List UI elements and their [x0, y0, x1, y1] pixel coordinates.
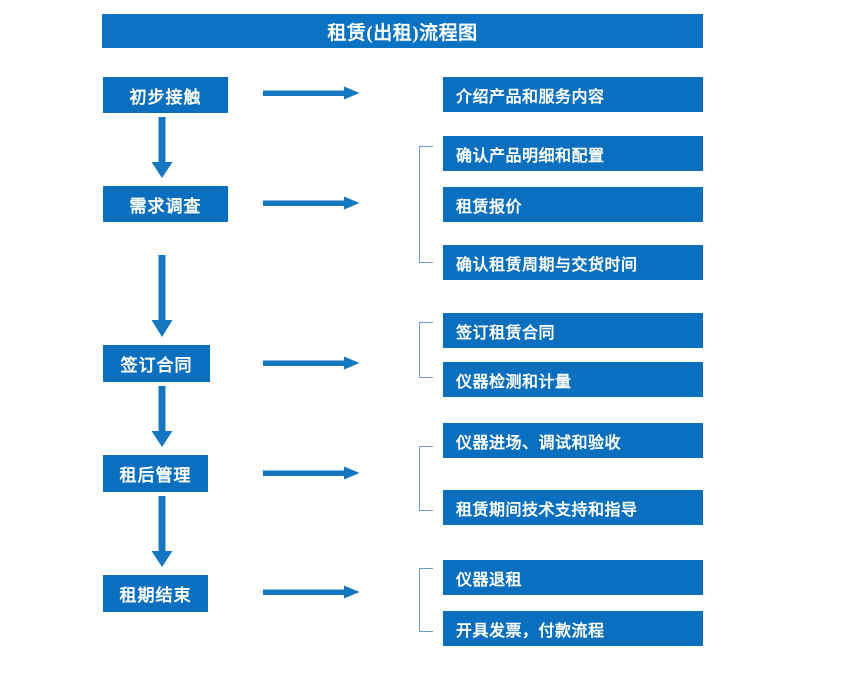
stage-box-2[interactable]: 需求调查	[103, 186, 228, 222]
down-arrow-1	[151, 117, 173, 179]
right-arrow-2	[263, 196, 360, 210]
detail-box-3[interactable]: 租赁报价	[443, 187, 703, 222]
detail-box-6[interactable]: 仪器检测和计量	[443, 362, 703, 397]
right-arrow-4	[263, 466, 360, 480]
page-title: 租赁(出租)流程图	[102, 14, 703, 48]
down-arrow-3	[151, 386, 173, 448]
down-arrow-4	[151, 496, 173, 568]
detail-box-8[interactable]: 租赁期间技术支持和指导	[443, 490, 703, 525]
group-bracket-1	[419, 146, 433, 263]
group-bracket-2	[419, 322, 433, 378]
detail-box-5[interactable]: 签订租赁合同	[443, 313, 703, 348]
detail-box-10[interactable]: 开具发票，付款流程	[443, 611, 703, 646]
stage-box-3[interactable]: 签订合同	[103, 345, 210, 382]
stage-box-4[interactable]: 租后管理	[103, 455, 208, 492]
right-arrow-5	[263, 585, 360, 599]
right-arrow-3	[263, 356, 360, 370]
group-bracket-3	[419, 446, 433, 511]
detail-box-1[interactable]: 介绍产品和服务内容	[443, 77, 703, 112]
detail-box-9[interactable]: 仪器退租	[443, 560, 703, 595]
stage-box-5[interactable]: 租期结束	[103, 575, 208, 612]
detail-box-2[interactable]: 确认产品明细和配置	[443, 136, 703, 171]
group-bracket-4	[419, 568, 433, 632]
detail-box-7[interactable]: 仪器进场、调试和验收	[443, 423, 703, 458]
down-arrow-2	[151, 255, 173, 338]
right-arrow-1	[263, 86, 360, 100]
stage-box-1[interactable]: 初步接触	[103, 77, 228, 113]
detail-box-4[interactable]: 确认租赁周期与交货时间	[443, 245, 703, 280]
